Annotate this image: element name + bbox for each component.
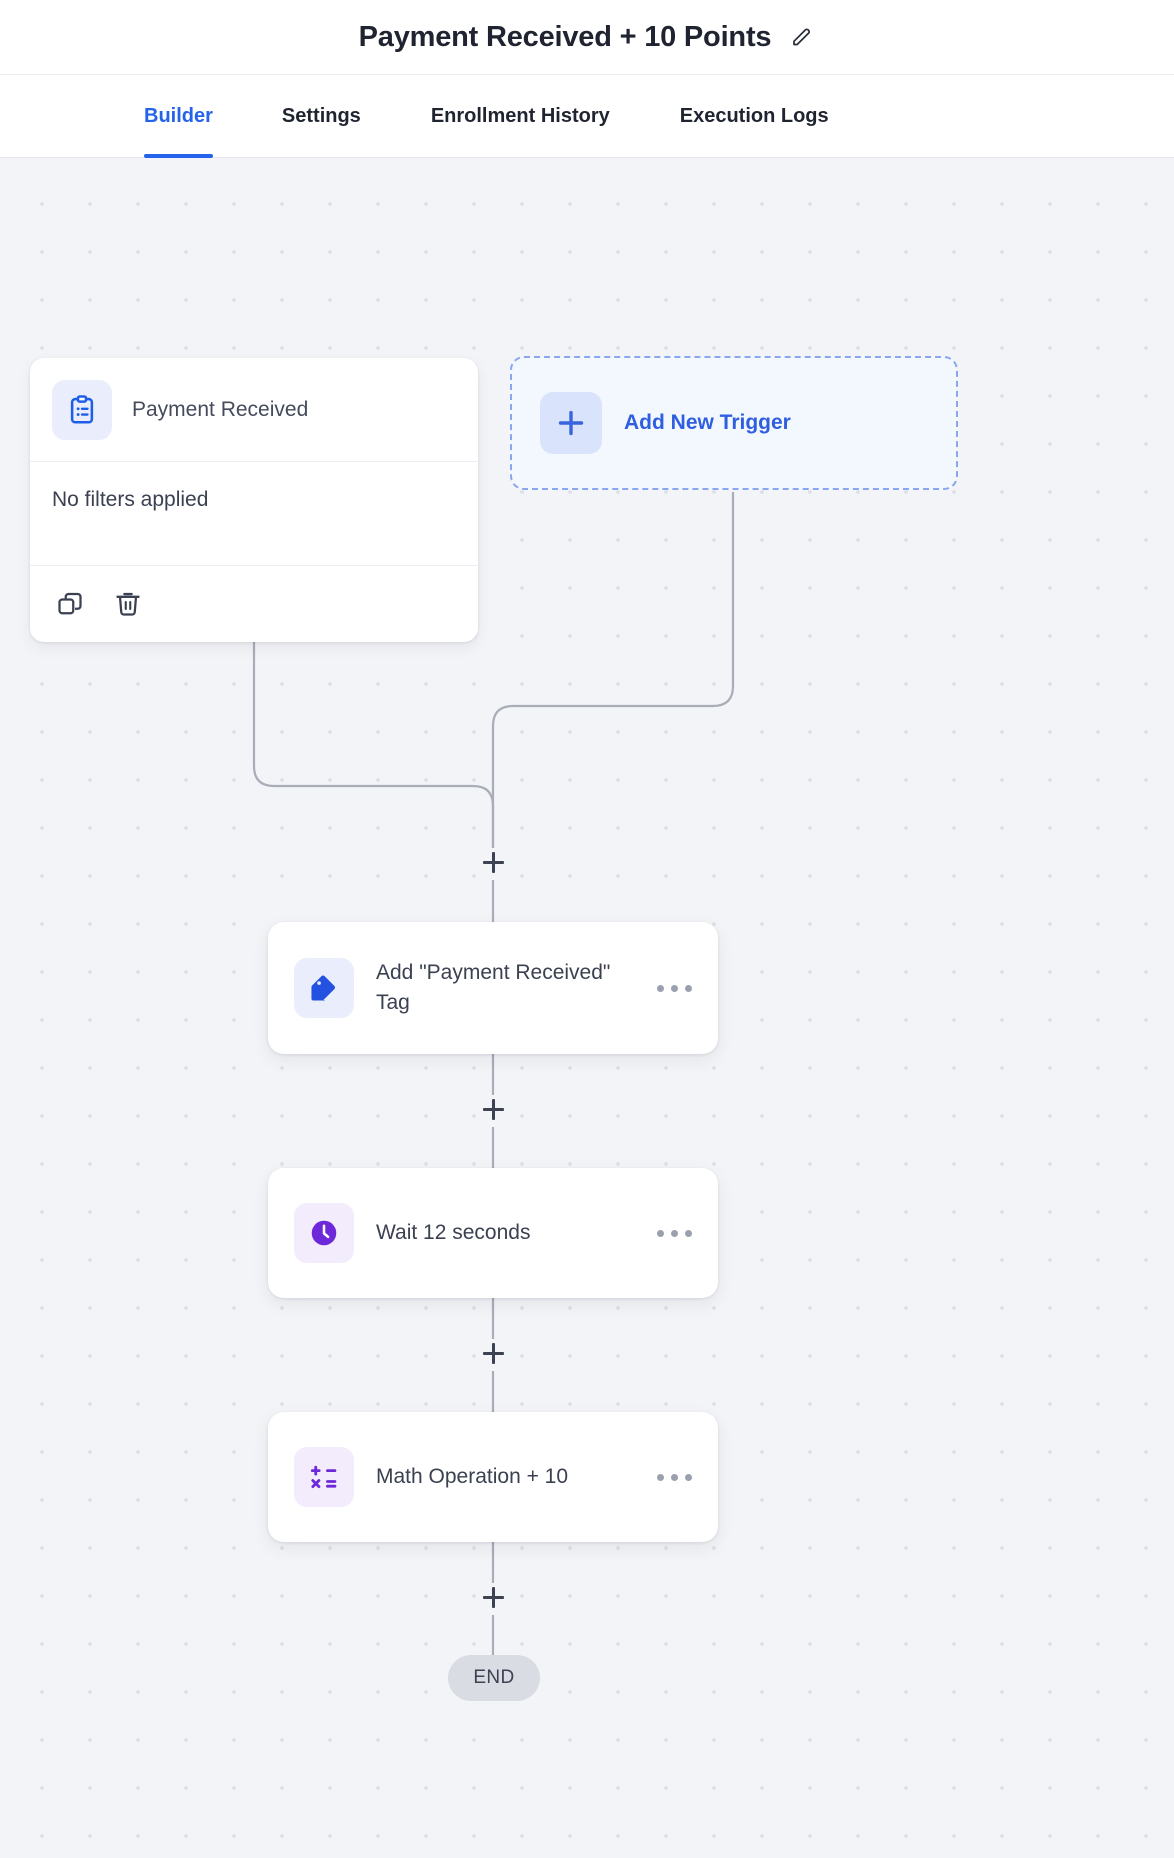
delete-trigger-button[interactable] bbox=[110, 586, 146, 622]
clipboard-list-icon bbox=[52, 379, 112, 440]
dot bbox=[671, 1473, 678, 1481]
edit-title-button[interactable] bbox=[789, 24, 815, 50]
dot bbox=[685, 984, 692, 992]
action-node-add-tag[interactable]: Add "Payment Received" Tag bbox=[268, 922, 718, 1054]
end-badge: END bbox=[448, 1655, 540, 1701]
add-new-trigger-card[interactable]: Add New Trigger bbox=[510, 356, 958, 490]
action-node-math[interactable]: Math Operation + 10 bbox=[268, 1412, 718, 1542]
trigger-card-actions bbox=[30, 566, 478, 642]
page-title: Payment Received + 10 Points bbox=[358, 20, 772, 53]
action-node-label: Math Operation + 10 bbox=[376, 1464, 569, 1488]
add-step-button-2[interactable] bbox=[476, 1092, 510, 1126]
action-node-wait[interactable]: Wait 12 seconds bbox=[268, 1168, 718, 1298]
tab-bar: Builder Settings Enrollment History Exec… bbox=[0, 74, 1174, 158]
tag-icon bbox=[294, 958, 354, 1018]
duplicate-trigger-button[interactable] bbox=[52, 586, 88, 622]
add-step-button-3[interactable] bbox=[476, 1336, 510, 1370]
pencil-icon bbox=[793, 28, 811, 46]
tab-builder[interactable]: Builder bbox=[144, 74, 247, 158]
clock-icon bbox=[294, 1203, 354, 1263]
node-options-button-wait[interactable] bbox=[653, 1220, 696, 1247]
dot bbox=[671, 984, 678, 992]
dot bbox=[685, 1473, 692, 1481]
action-node-label: Add "Payment Received" Tag bbox=[376, 960, 611, 1014]
dot bbox=[671, 1229, 678, 1237]
dot bbox=[657, 1229, 664, 1237]
add-new-trigger-label: Add New Trigger bbox=[624, 411, 791, 434]
math-icon bbox=[294, 1447, 354, 1507]
copy-icon bbox=[58, 592, 82, 615]
dot bbox=[657, 1473, 664, 1481]
trigger-card-header: Payment Received bbox=[30, 358, 478, 462]
page-header: Payment Received + 10 Points bbox=[0, 0, 1174, 74]
add-step-button-1[interactable] bbox=[476, 845, 510, 879]
tab-execution-logs[interactable]: Execution Logs bbox=[645, 74, 864, 158]
tab-settings[interactable]: Settings bbox=[247, 74, 396, 158]
tab-enrollment-history[interactable]: Enrollment History bbox=[396, 74, 645, 158]
action-node-label: Wait 12 seconds bbox=[376, 1220, 531, 1244]
node-options-button-tag[interactable] bbox=[653, 975, 696, 1002]
workflow-canvas[interactable]: Payment Received No filters applied bbox=[0, 158, 1174, 1858]
trigger-filters-text: No filters applied bbox=[52, 488, 209, 511]
trash-icon bbox=[116, 592, 140, 616]
trigger-title: Payment Received bbox=[132, 397, 309, 421]
dot bbox=[657, 984, 664, 992]
dot bbox=[685, 1229, 692, 1237]
trigger-card[interactable]: Payment Received No filters applied bbox=[30, 358, 478, 642]
trigger-filters-section: No filters applied bbox=[30, 462, 478, 566]
plus-icon bbox=[540, 392, 602, 454]
node-options-button-math[interactable] bbox=[653, 1464, 696, 1491]
add-step-button-4[interactable] bbox=[476, 1580, 510, 1614]
